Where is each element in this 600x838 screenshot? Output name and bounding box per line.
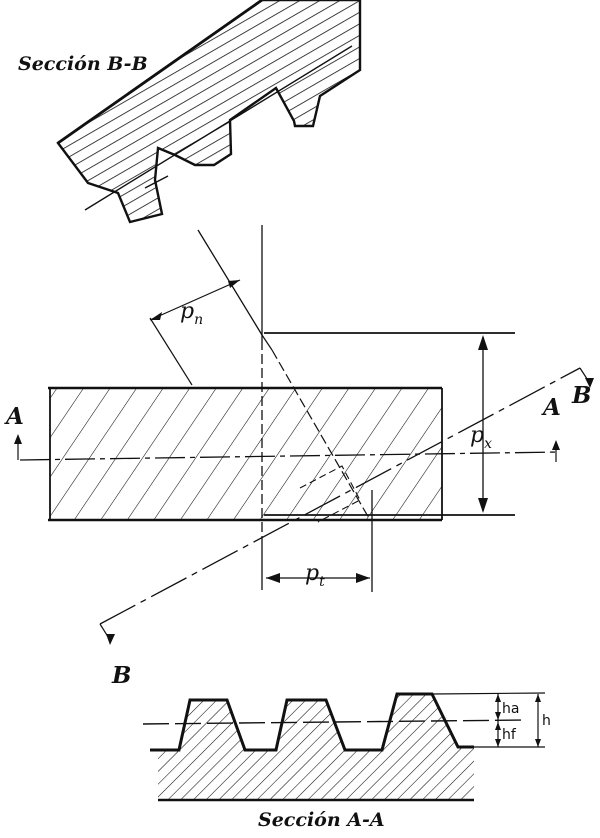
section-aa: ha hf h Sección A-A <box>142 692 551 831</box>
pn-base: p <box>180 299 194 324</box>
section-aa-profile <box>150 692 474 752</box>
section-a-label-left: A <box>4 403 24 430</box>
pt-sub: t <box>319 574 325 590</box>
ha-label: ha <box>502 701 519 717</box>
hf-label: hf <box>502 727 517 743</box>
pt-label: pt <box>305 561 325 590</box>
section-b-label-top: B <box>571 382 591 409</box>
rack-body <box>50 388 442 520</box>
h-label: h <box>542 713 551 729</box>
section-a-label-right: A <box>541 394 561 421</box>
pn-label: pn <box>180 299 203 328</box>
section-bb: Sección B-B <box>18 0 362 224</box>
section-bb-title: Sección B-B <box>18 53 148 75</box>
pn-sub: n <box>194 312 203 328</box>
section-bb-body <box>56 0 362 224</box>
px-base: p <box>470 423 484 448</box>
px-sub: x <box>484 436 492 452</box>
px-label: px <box>470 423 492 452</box>
section-aa-title: Sección A-A <box>258 809 385 831</box>
pt-base: p <box>305 561 319 586</box>
rack-top-view: A A pn px B B p <box>4 225 594 689</box>
bb-tooth-outline <box>299 465 361 523</box>
section-b-label-bottom: B <box>111 662 131 689</box>
